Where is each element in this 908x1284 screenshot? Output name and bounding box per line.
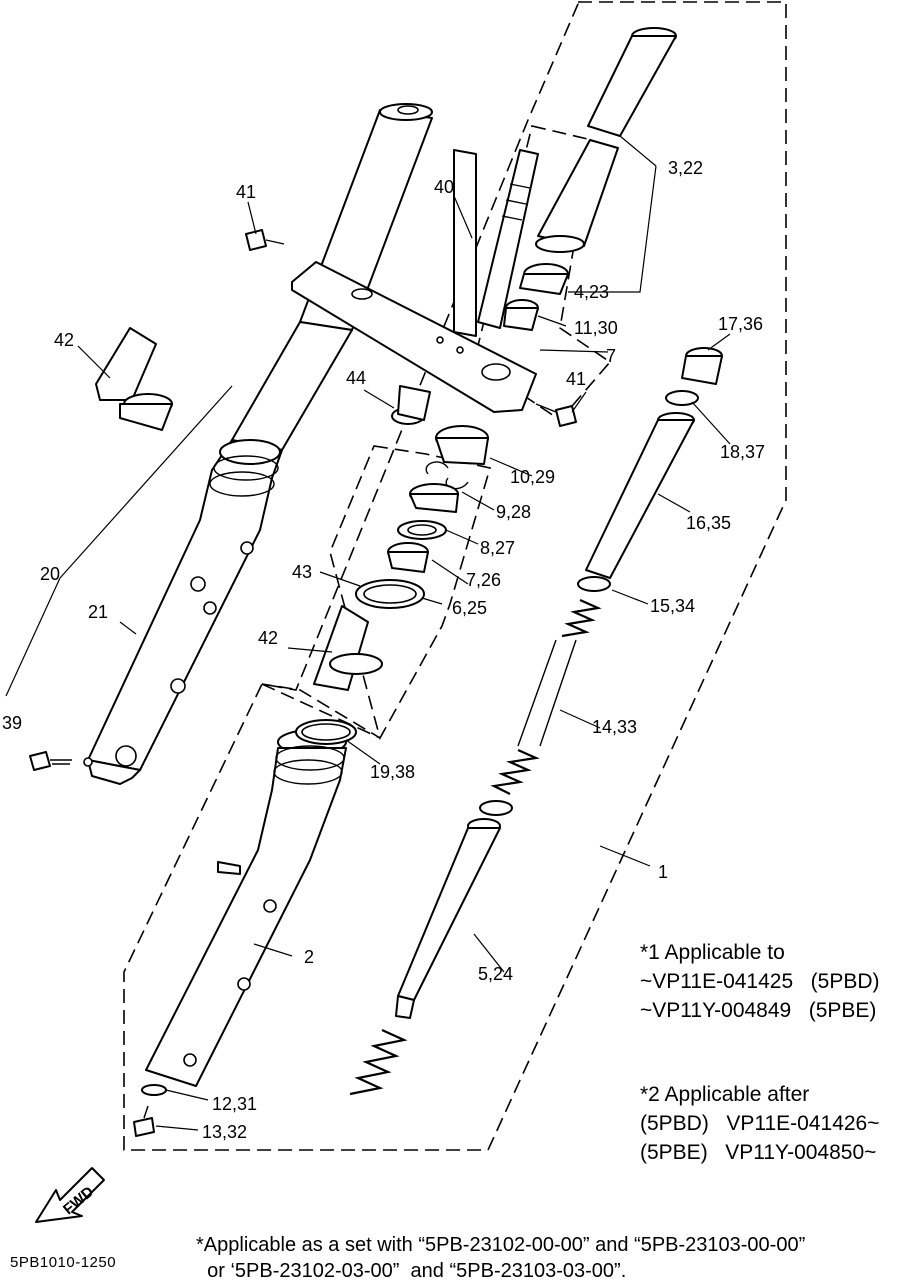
adjuster-44 xyxy=(391,385,431,425)
bushing-11-30 xyxy=(503,299,539,331)
callout-3-22: 3,22 xyxy=(668,158,703,178)
callout-20: 20 xyxy=(40,564,60,584)
note1-line3: ~VP11Y-004849 (5PBE) xyxy=(640,999,877,1022)
set-applicability-note: *Applicable as a set with “5PB-23102-00-… xyxy=(196,1232,805,1284)
bushing-7-26 xyxy=(387,542,429,573)
note2-line2: (5PBD) VP11E-041426~ xyxy=(640,1112,880,1135)
set-note-line2: or ‘5PB-23102-03-00” and “5PB-23103-03-0… xyxy=(196,1260,627,1282)
callout-41-right: 41 xyxy=(566,369,586,389)
upper-tube-3-22 xyxy=(535,27,677,253)
washer-8-27 xyxy=(397,520,447,540)
note1-line1: *1 Applicable to xyxy=(640,941,785,964)
outer-tube-group-2-outline xyxy=(261,683,381,739)
o-ring-19-38 xyxy=(295,719,357,745)
applicable-note-2: *2 Applicable after (5PBD) VP11E-041426~… xyxy=(640,1080,880,1167)
callout-16-35: 16,35 xyxy=(686,513,731,533)
callout-42-lower: 42 xyxy=(258,628,278,648)
fork-assembly-1-outline xyxy=(123,1,787,1151)
right-outer-tube xyxy=(145,729,347,1087)
seal-10-29 xyxy=(435,425,489,465)
callout-14-33: 14,33 xyxy=(592,717,637,737)
callout-18-37: 18,37 xyxy=(720,442,765,462)
left-fork-cap-bolt-39 xyxy=(29,751,72,771)
callout-9-28: 9,28 xyxy=(496,502,531,522)
left-outer-tube xyxy=(83,439,283,785)
washer-15-34 xyxy=(577,576,611,592)
cap-bolt-17-36 xyxy=(681,347,723,385)
leader-lines xyxy=(5,135,731,1131)
note2-line1: *2 Applicable after xyxy=(640,1083,810,1106)
callout-5-24: 5,24 xyxy=(478,964,513,984)
callout-6-25: 6,25 xyxy=(452,598,487,618)
washer-12-31 xyxy=(141,1084,167,1096)
callout-10-29: 10,29 xyxy=(510,467,555,487)
callout-40: 40 xyxy=(434,177,454,197)
bolt-13-32 xyxy=(133,1105,155,1137)
note1-line2: ~VP11E-041425 (5PBD) xyxy=(640,970,880,993)
callout-12-31: 12,31 xyxy=(212,1094,257,1114)
callout-7-26: 7,26 xyxy=(466,570,501,590)
ring-43-6-25 xyxy=(355,579,425,609)
callout-39: 39 xyxy=(2,713,22,733)
spacer-16-35 xyxy=(585,412,695,579)
callout-21: 21 xyxy=(88,602,108,622)
callout-43: 43 xyxy=(292,562,312,582)
steering-bearing-group-outline xyxy=(329,445,492,741)
dust-seal-9-28 xyxy=(409,483,459,513)
callout-1: 1 xyxy=(658,862,668,882)
callout-41-left: 41 xyxy=(236,182,256,202)
callout-44: 44 xyxy=(346,368,366,388)
fwd-arrow-icon: FWD xyxy=(35,1167,105,1223)
drawing-number: 5PB1010-1250 xyxy=(10,1254,117,1271)
applicable-note-1: *1 Applicable to ~VP11E-041425 (5PBD) ~V… xyxy=(640,938,880,1025)
collar-4-23 xyxy=(519,263,569,295)
callout-17-36: 17,36 xyxy=(718,314,763,334)
rebound-spring xyxy=(349,1028,408,1096)
o-ring-18-37 xyxy=(665,390,699,406)
callout-42-upper: 42 xyxy=(54,330,74,350)
bolt-41-right xyxy=(535,403,577,427)
set-note-line1: *Applicable as a set with “5PB-23102-00-… xyxy=(196,1234,806,1256)
callout-7-upper: 7 xyxy=(606,346,616,366)
note2-line3: (5PBE) VP11Y-004850~ xyxy=(640,1141,877,1164)
cover-42-upper xyxy=(95,327,173,431)
bolt-41-left xyxy=(245,229,285,251)
cover-42-lower xyxy=(313,605,383,691)
callout-2: 2 xyxy=(304,947,314,967)
callout-11-30: 11,30 xyxy=(574,318,618,338)
callout-13-32: 13,32 xyxy=(202,1122,247,1142)
damper-rod-5-24 xyxy=(395,800,513,1019)
spring-14-33 xyxy=(490,598,602,795)
callout-8-27: 8,27 xyxy=(480,538,515,558)
callout-15-34: 15,34 xyxy=(650,596,695,616)
callout-19-38: 19,38 xyxy=(370,762,415,782)
under-bracket-40 xyxy=(291,149,539,413)
callout-4-23: 4,23 xyxy=(574,282,609,302)
